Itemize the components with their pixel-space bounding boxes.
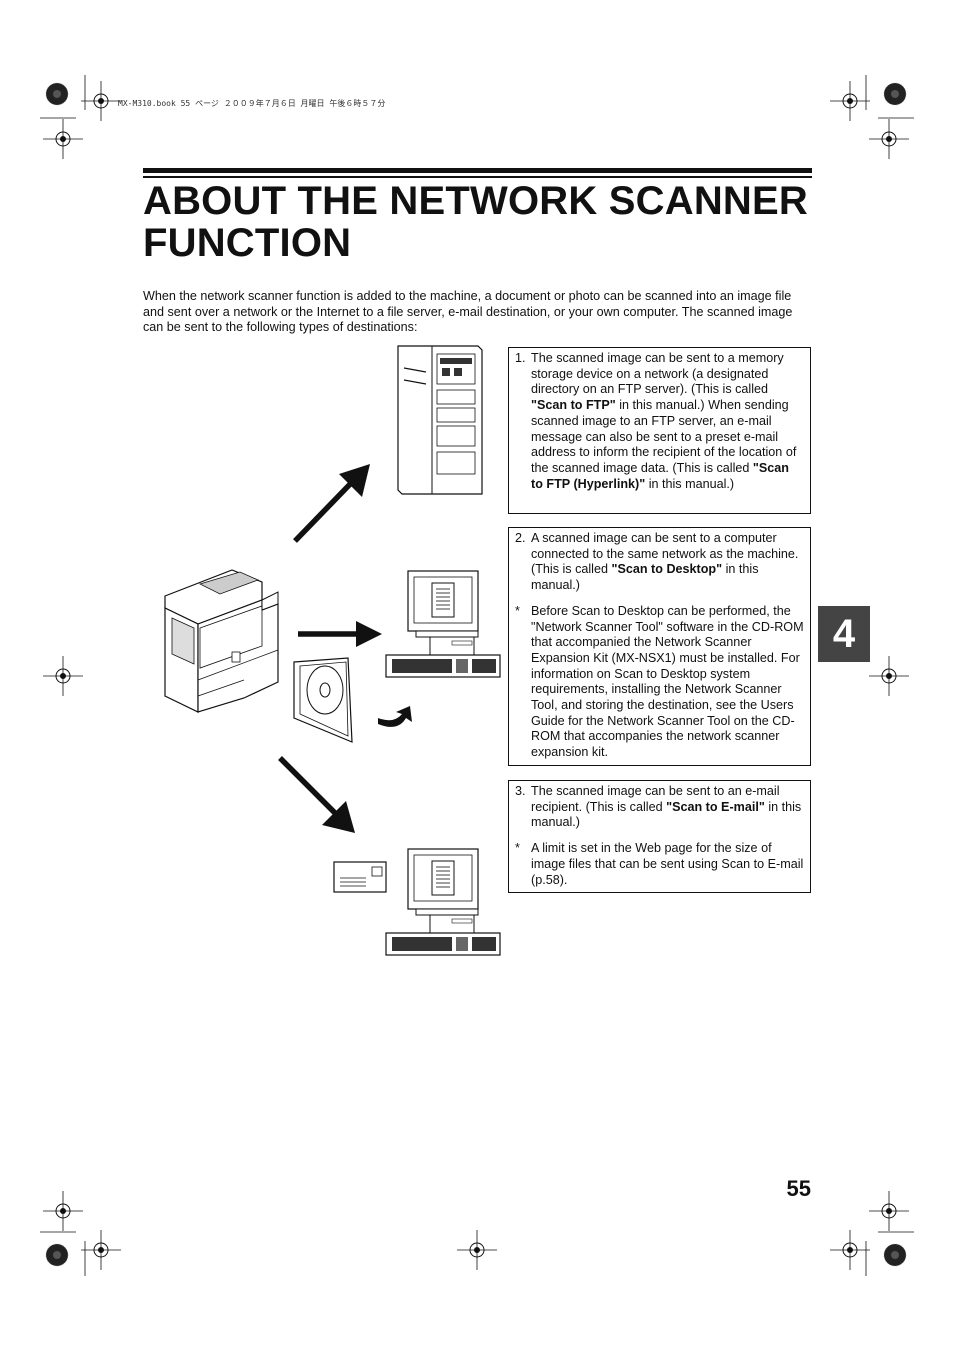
destination-box-ftp: 1. The scanned image can be sent to a me…	[508, 347, 811, 514]
note-text: A limit is set in the Web page for the s…	[531, 841, 804, 887]
envelope-icon	[333, 861, 387, 893]
item-number: 1.	[515, 351, 526, 365]
item-text: in this manual.)	[531, 799, 802, 830]
note-marker: *	[515, 841, 520, 856]
registration-mark-icon	[40, 75, 914, 1276]
page-title: ABOUT THE NETWORK SCANNER FUNCTION	[143, 179, 808, 265]
item-text: in this manual.) When sending scanned im…	[531, 398, 797, 475]
page-number: 55	[786, 1176, 811, 1201]
term-scan-to-desktop: "Scan to Desktop"	[611, 562, 723, 577]
arrow-icon	[298, 621, 382, 647]
server-tower-icon	[397, 345, 483, 495]
item-text: in this manual.)	[531, 562, 759, 593]
list-item: 2. A scanned image can be sent to a comp…	[515, 531, 804, 594]
item-text: The scanned image can be sent to an e-ma…	[531, 784, 780, 814]
note-text: Before Scan to Desktop can be performed,…	[531, 603, 804, 760]
destination-box-email: 3. The scanned image can be sent to an e…	[508, 780, 811, 893]
item-text: in this manual.)	[645, 476, 735, 491]
term-scan-to-ftp: "Scan to FTP"	[531, 398, 616, 413]
item-number: 2.	[515, 531, 526, 545]
note-marker: *	[515, 603, 520, 618]
arrow-icon	[293, 464, 370, 543]
title-rule-thin	[143, 176, 812, 178]
list-item: 3. The scanned image can be sent to an e…	[515, 784, 804, 831]
desktop-computer-icon	[385, 570, 501, 678]
list-item: 1. The scanned image can be sent to a me…	[515, 351, 804, 492]
item-number: 3.	[515, 784, 526, 798]
note: * A limit is set in the Web page for the…	[515, 841, 804, 888]
intro-paragraph: When the network scanner function is add…	[143, 289, 793, 335]
note: * Before Scan to Desktop can be performe…	[515, 604, 804, 761]
term-scan-to-ftp-hyperlink: "Scan to FTP (Hyperlink)"	[531, 460, 789, 491]
chapter-tab: 4	[818, 606, 870, 662]
print-header-line: MX-M310.book 55 ページ ２００９年７月６日 月曜日 午後６時５７…	[118, 99, 386, 108]
copier-icon	[164, 569, 279, 713]
desktop-computer-icon	[385, 848, 501, 956]
destination-box-desktop: 2. A scanned image can be sent to a comp…	[508, 527, 811, 766]
item-text: The scanned image can be sent to a memor…	[531, 351, 784, 397]
item-text: A scanned image can be sent to a compute…	[531, 531, 799, 577]
title-rule-thick	[143, 168, 812, 173]
arrow-icon	[278, 756, 355, 833]
cd-rom-icon	[293, 657, 412, 743]
term-scan-to-email: "Scan to E-mail"	[666, 799, 765, 814]
